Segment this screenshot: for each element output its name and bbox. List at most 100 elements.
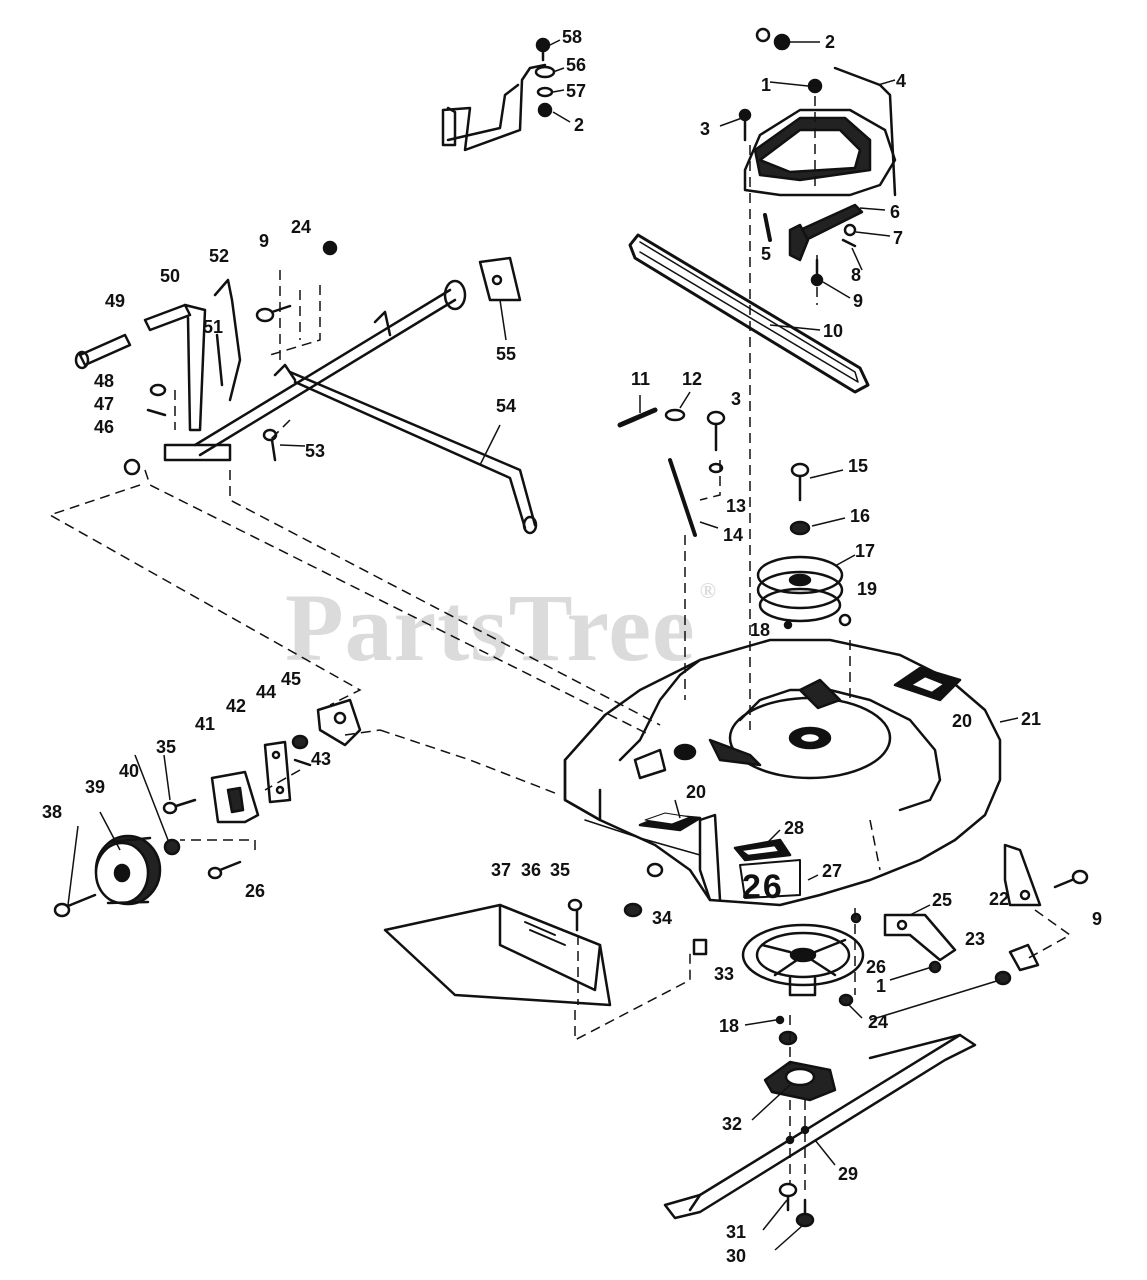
callout-32: 32 <box>722 1114 743 1134</box>
washer-57 <box>536 86 554 98</box>
callout-17: 17 <box>855 541 876 561</box>
bolt-19 <box>838 613 852 627</box>
callout-4: 4 <box>896 71 907 91</box>
callout-36: 36 <box>521 860 542 880</box>
washer-1-top <box>807 78 823 94</box>
washer-16 <box>789 520 811 536</box>
bracket-25 <box>883 913 957 962</box>
clip-14 <box>668 458 697 537</box>
spring-11 <box>617 407 658 428</box>
callout-42: 42 <box>226 696 247 716</box>
callout-51: 51 <box>203 317 224 337</box>
callout-28: 28 <box>784 818 805 838</box>
callout-54: 54 <box>496 396 517 416</box>
callout-7: 7 <box>893 228 904 248</box>
link-42 <box>263 740 292 804</box>
callout-24: 24 <box>868 1012 889 1032</box>
callout-26: 26 <box>245 881 266 901</box>
bracket-23 <box>1008 943 1040 972</box>
callout-34: 34 <box>652 908 673 928</box>
guard-bracket <box>788 223 810 262</box>
bolt-3 <box>738 108 752 142</box>
bolt-43 <box>293 758 312 767</box>
bracket-55 <box>478 256 522 302</box>
callout-1: 1 <box>876 976 887 996</box>
bolt-31 <box>778 1182 798 1212</box>
mower-deck <box>563 638 1002 907</box>
callout-20: 20 <box>952 711 973 731</box>
callout-25: 25 <box>932 890 953 910</box>
callout-30: 30 <box>726 1246 747 1266</box>
nut-40 <box>163 838 181 856</box>
bolt-3-center <box>706 410 726 452</box>
v-belt <box>628 233 870 394</box>
washer-7 <box>843 223 857 237</box>
handle-50 <box>143 303 232 462</box>
bolt-15 <box>790 462 810 502</box>
callout-52: 52 <box>209 246 230 266</box>
callout-1: 1 <box>761 75 772 95</box>
callout-18: 18 <box>750 620 771 640</box>
shaft <box>193 279 467 457</box>
callout-13: 13 <box>726 496 747 516</box>
callout-14: 14 <box>723 525 744 545</box>
pin-26 <box>850 912 862 924</box>
bolt-58 <box>535 37 551 62</box>
leader-lines <box>67 39 1019 1251</box>
nut-24-bottom <box>838 993 854 1007</box>
nut-24-right <box>994 970 1012 986</box>
grip-49 <box>74 333 132 370</box>
callout-21: 21 <box>1021 709 1042 729</box>
blade-adapter <box>741 923 865 997</box>
callout-2: 2 <box>574 115 585 135</box>
callout-2: 2 <box>825 32 836 52</box>
wheel-39 <box>94 834 162 906</box>
callout-9: 9 <box>259 231 270 251</box>
callout-47: 47 <box>94 394 115 414</box>
callout-39: 39 <box>85 777 106 797</box>
nut-34b <box>646 862 664 878</box>
washer-56 <box>534 65 556 79</box>
callout-35: 35 <box>156 737 177 757</box>
callout-26: 26 <box>866 957 887 977</box>
callout-33: 33 <box>714 964 735 984</box>
bolt-26-left <box>207 860 242 880</box>
dot-18-top <box>783 620 793 630</box>
nut-46 <box>123 458 141 476</box>
dot-18-bottom <box>775 1015 785 1025</box>
bracket-41 <box>210 770 260 824</box>
nut-1 <box>755 27 771 43</box>
callout-10: 10 <box>823 321 844 341</box>
callout-56: 56 <box>566 55 587 75</box>
callout-38: 38 <box>42 802 63 822</box>
callout-45: 45 <box>281 669 302 689</box>
pulley-17 <box>756 555 844 623</box>
bolt-30 <box>795 1198 815 1228</box>
callout-9: 9 <box>1092 909 1103 929</box>
bolt-35-left <box>162 798 197 815</box>
callout-3: 3 <box>731 389 742 409</box>
spring-51 <box>215 333 224 387</box>
callout-37: 37 <box>491 860 512 880</box>
rod-4 <box>833 66 897 197</box>
callout-53: 53 <box>305 441 326 461</box>
pin-8 <box>841 238 857 248</box>
callout-50: 50 <box>160 266 181 286</box>
bearing-32 <box>763 1060 837 1102</box>
nut-2 <box>773 33 791 51</box>
bolt-35-chute <box>567 898 583 932</box>
bolt-53 <box>262 428 278 462</box>
callout-48: 48 <box>94 371 115 391</box>
nut-2-top <box>537 102 553 118</box>
washer-13 <box>708 462 724 474</box>
dashed-alignment-lines <box>48 96 1072 1195</box>
callout-55: 55 <box>496 344 517 364</box>
callout-11: 11 <box>631 369 651 389</box>
callout-20: 20 <box>686 782 707 802</box>
nut-24-top <box>322 240 338 256</box>
bracket-45 <box>316 698 362 747</box>
callout-46: 46 <box>94 417 115 437</box>
callout-43: 43 <box>311 749 332 769</box>
deck-size-badge: 26 <box>742 868 784 906</box>
